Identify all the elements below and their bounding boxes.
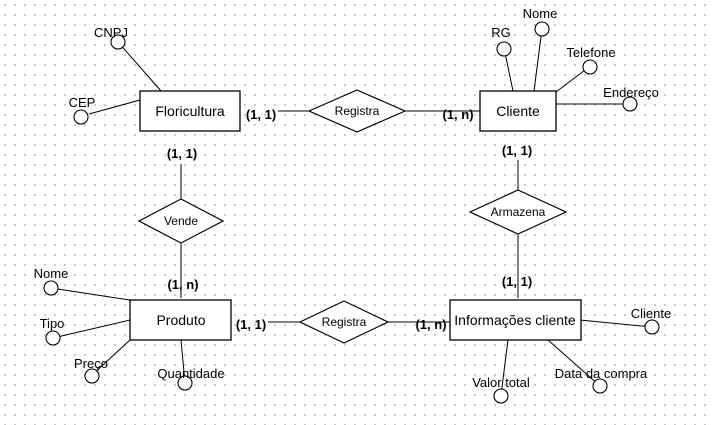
attr-circle-telefone[interactable] <box>582 59 598 75</box>
relationship-registra-top-diamond[interactable] <box>307 89 407 133</box>
cardinality-cliente-armazena: (1, 1) <box>502 143 532 158</box>
attr-label-rg: RG <box>491 25 511 40</box>
relationship-registra-top-label: Registra <box>335 104 380 118</box>
line-nome-cliente <box>533 28 543 92</box>
entity-informacoes-box[interactable] <box>449 299 582 341</box>
relationship-vende[interactable]: Vende <box>137 198 225 244</box>
attr-circle-nome-produto[interactable] <box>43 280 59 296</box>
attr-circle-tipo[interactable] <box>45 330 61 346</box>
attribute-circles <box>43 21 660 404</box>
line-cliente-info <box>579 319 653 328</box>
cardinality-produto-registra: (1, 1) <box>236 317 266 332</box>
line-preco <box>91 339 131 376</box>
entity-informacoes-cliente[interactable]: Informações cliente <box>449 299 582 341</box>
line-cnpj <box>117 41 162 92</box>
cardinality-labels: (1, 1) (1, n) (1, 1) (1, n) (1, 1) (1, 1… <box>167 107 532 332</box>
attr-circle-preco[interactable] <box>84 368 100 384</box>
attr-label-cep: CEP <box>69 95 96 110</box>
entity-informacoes-label: Informações cliente <box>454 312 576 328</box>
attr-circle-rg[interactable] <box>496 41 512 57</box>
entity-cliente-box[interactable] <box>479 90 557 132</box>
relationship-vende-label: Vende <box>164 214 198 228</box>
entity-cliente-label: Cliente <box>496 103 540 119</box>
attr-label-telefone: Telefone <box>566 45 615 60</box>
cardinality-info-armazena: (1, 1) <box>502 274 532 289</box>
relationship-registra-bottom-diamond[interactable] <box>298 300 390 344</box>
relationship-armazena-label: Armazena <box>491 205 546 219</box>
attr-circle-cep[interactable] <box>73 109 89 125</box>
attr-circle-endereco[interactable] <box>622 96 638 112</box>
attr-label-data-compra: Data da compra <box>555 366 648 381</box>
relationship-armazena[interactable]: Armazena <box>468 189 568 235</box>
connector-lines <box>50 28 653 396</box>
attr-label-tipo: Tipo <box>40 316 65 331</box>
line-valor-total <box>500 339 509 396</box>
attr-label-cnpj: CNPJ <box>94 25 128 40</box>
relationship-armazena-diamond[interactable] <box>468 189 568 235</box>
attr-circle-nome-cliente[interactable] <box>534 21 550 37</box>
cardinality-info-registra: (1, n) <box>415 317 446 332</box>
line-tipo <box>52 319 131 339</box>
cardinality-floricultura-vende: (1, 1) <box>167 146 197 161</box>
attr-circle-cliente-info[interactable] <box>644 319 660 335</box>
entity-floricultura-label: Floricultura <box>155 103 224 119</box>
line-cep <box>88 99 141 115</box>
entity-floricultura[interactable]: Floricultura <box>139 90 241 132</box>
attr-circle-cnpj[interactable] <box>110 34 126 50</box>
attr-label-quantidade: Quantidade <box>157 366 224 381</box>
attr-label-nome-produto: Nome <box>34 266 69 281</box>
cardinality-produto-vende: (1, n) <box>167 277 198 292</box>
entity-produto[interactable]: Produto <box>129 299 232 341</box>
attr-label-preco: Preço <box>74 356 108 371</box>
attr-label-endereco: Endereço <box>603 85 659 100</box>
attr-circle-valor-total[interactable] <box>493 388 509 404</box>
attr-circle-data-compra[interactable] <box>592 378 608 394</box>
relationship-registra-bottom-label: Registra <box>322 315 367 329</box>
relationship-registra-bottom[interactable]: Registra <box>298 300 390 344</box>
line-nome-produto <box>50 287 131 301</box>
entity-floricultura-box[interactable] <box>139 90 241 132</box>
relationship-registra-top[interactable]: Registra <box>307 89 407 133</box>
attr-circle-quantidade[interactable] <box>177 375 193 391</box>
attr-label-cliente-info: Cliente <box>631 306 671 321</box>
line-data-compra <box>547 339 601 387</box>
relationship-vende-diamond[interactable] <box>137 198 225 244</box>
cardinality-cliente-registra: (1, n) <box>442 107 473 122</box>
attr-label-nome-cliente: Nome <box>523 6 558 21</box>
line-telefone <box>555 66 590 93</box>
attr-label-valor-total: Valor total <box>472 375 530 390</box>
attribute-labels: CNPJ CEP RG Nome Telefone Endereço Nome … <box>34 6 672 390</box>
entity-produto-box[interactable] <box>129 299 232 341</box>
cardinality-floricultura-registra: (1, 1) <box>246 107 276 122</box>
entity-produto-label: Produto <box>156 312 205 328</box>
entity-cliente[interactable]: Cliente <box>479 90 557 132</box>
